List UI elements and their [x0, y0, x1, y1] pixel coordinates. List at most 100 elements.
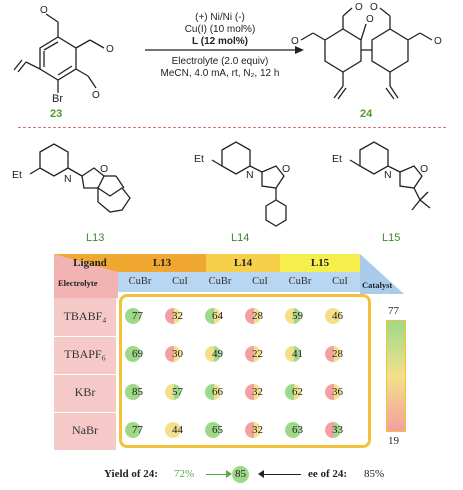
condition-line-5: MeCN, 4.0 mA, rt, N₂, 12 h: [160, 68, 280, 79]
ligand-header: Ligand: [73, 257, 107, 269]
result-value: 69: [132, 348, 143, 360]
result-value: 28: [252, 310, 263, 322]
ee-indicator-blob: [245, 422, 261, 438]
condition-line-3: L (12 mol%): [192, 36, 248, 47]
yield-value: 72%: [174, 468, 195, 480]
result-cell: 33: [324, 422, 351, 438]
result-cell: 36: [324, 384, 351, 400]
result-value: 32: [172, 310, 183, 322]
bromine-label: Br: [52, 93, 63, 105]
result-cell: 22: [244, 346, 271, 362]
scale-max-label: 77: [388, 305, 399, 317]
result-value: 32: [252, 424, 263, 436]
ligand-label-l15: L15: [382, 232, 401, 244]
result-cell: 32: [244, 384, 271, 400]
catalyst-label: CuI: [172, 276, 188, 287]
condition-line-4: Electrolyte (2.0 equiv): [171, 56, 269, 67]
result-value: 33: [332, 424, 343, 436]
ee-indicator-blob: [205, 384, 221, 400]
ethyl-label-l14: Et: [194, 153, 204, 165]
ee-value: 85%: [364, 468, 385, 480]
scale-min-label: 19: [388, 435, 399, 447]
electrolyte-kbr: KBr: [74, 385, 96, 399]
nitrogen-label-l14: N: [246, 169, 254, 181]
result-cell: 63: [284, 422, 311, 438]
result-cell: 69: [124, 346, 151, 362]
result-cell: 32: [164, 308, 191, 324]
catalyst-header: Catalyst: [362, 280, 393, 290]
svg-text:O: O: [92, 90, 100, 101]
svg-text:O: O: [291, 36, 299, 47]
result-cell: 41: [284, 346, 311, 362]
svg-text:O: O: [366, 14, 374, 25]
ligand-group-l15: L15: [310, 257, 330, 269]
ee-indicator-blob: [325, 308, 341, 324]
result-cell: 30: [164, 346, 191, 362]
catalyst-label: CuI: [332, 276, 348, 287]
result-value: 41: [292, 348, 303, 360]
result-value: 36: [332, 386, 343, 398]
catalyst-label: CuBr: [288, 276, 312, 287]
ligand-group-l13: L13: [152, 257, 172, 269]
ee-indicator-blob: [165, 346, 181, 362]
svg-text:O: O: [355, 2, 363, 13]
condition-line-2: Cu(I) (10 mol%): [184, 24, 256, 35]
color-scale-bar: [386, 320, 406, 432]
results-frame: [119, 294, 371, 448]
result-value: 30: [172, 348, 183, 360]
ligand-structures: Et N O Et N O Et N O: [12, 141, 431, 227]
nitrogen-label-l15: N: [384, 169, 392, 181]
result-cell: 66: [204, 384, 231, 400]
result-cell: 64: [204, 308, 231, 324]
ee-indicator-blob: [285, 422, 301, 438]
electrolyte-tbabf4: TBABF₄: [63, 309, 107, 323]
result-value: 46: [332, 310, 343, 322]
svg-text:O: O: [434, 36, 442, 47]
ee-indicator-blob: [205, 422, 221, 438]
result-value: 85: [132, 386, 143, 398]
result-cell: 28: [324, 346, 351, 362]
yield-arrowhead: [226, 470, 232, 478]
condition-line-1: (+) Ni/Ni (-): [195, 12, 245, 23]
svg-text:O: O: [106, 44, 114, 55]
catalyst-row-band: [118, 272, 360, 292]
result-value: 66: [212, 386, 223, 398]
result-cell: 65: [204, 422, 231, 438]
product-number: 24: [360, 108, 373, 120]
svg-text:O: O: [370, 2, 378, 13]
result-cell: 28: [244, 308, 271, 324]
catalyst-label: CuBr: [128, 276, 152, 287]
svg-text:O: O: [40, 5, 48, 16]
ee-indicator-blob: [245, 384, 261, 400]
result-cell: 59: [284, 308, 311, 324]
oxygen-label-l14: O: [282, 163, 290, 175]
result-cell: 62: [284, 384, 311, 400]
ee-indicator-blob: [165, 308, 181, 324]
result-value: 32: [252, 386, 263, 398]
result-cell: 57: [164, 384, 191, 400]
result-value: 22: [252, 348, 263, 360]
ee-indicator-blob: [285, 384, 301, 400]
result-value: 77: [132, 424, 143, 436]
ee-indicator-blob: [125, 346, 141, 362]
ligand-label-l13: L13: [86, 232, 105, 244]
result-value: 62: [292, 386, 303, 398]
ligand-header-band-l15: [280, 254, 360, 272]
result-value: 28: [332, 348, 343, 360]
ee-label: ee of 24:: [308, 468, 348, 480]
substrate-number: 23: [50, 108, 63, 120]
ee-indicator-blob: [325, 422, 341, 438]
ee-indicator-blob: [205, 346, 221, 362]
ee-indicator-blob: [205, 308, 221, 324]
catalyst-label: CuI: [252, 276, 268, 287]
ee-indicator-blob: [245, 346, 261, 362]
result-value: 57: [172, 386, 183, 398]
row-divider: [54, 374, 116, 375]
result-cell: 44: [164, 422, 191, 438]
result-value: 65: [212, 424, 223, 436]
ligand-header-band-l14: [206, 254, 280, 272]
ligand-label-l14: L14: [231, 232, 250, 244]
ee-indicator-blob: [125, 384, 141, 400]
result-value: 44: [172, 424, 183, 436]
